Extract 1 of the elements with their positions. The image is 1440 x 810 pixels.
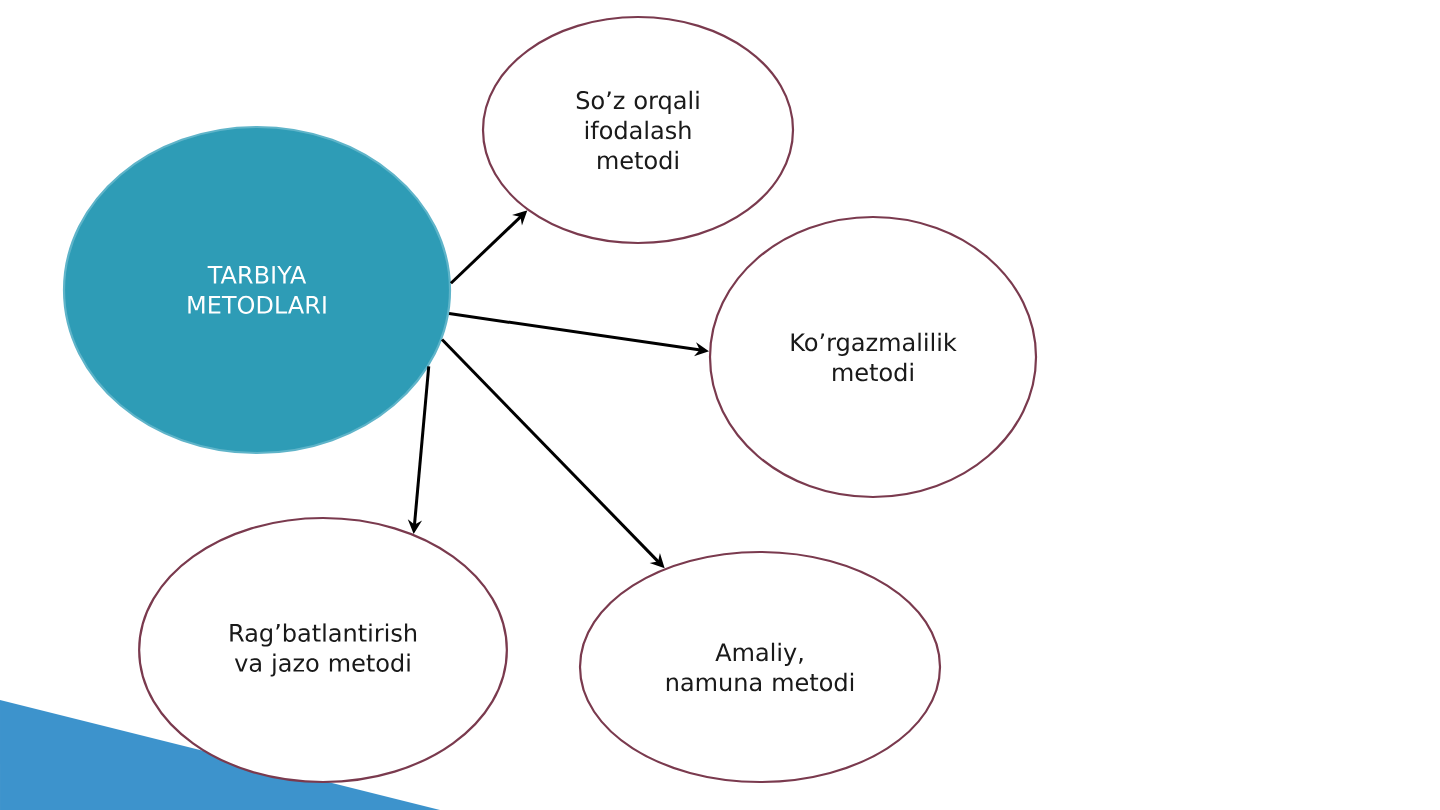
node-label: Rag’batlantirish va jazo metodi — [230, 623, 417, 677]
